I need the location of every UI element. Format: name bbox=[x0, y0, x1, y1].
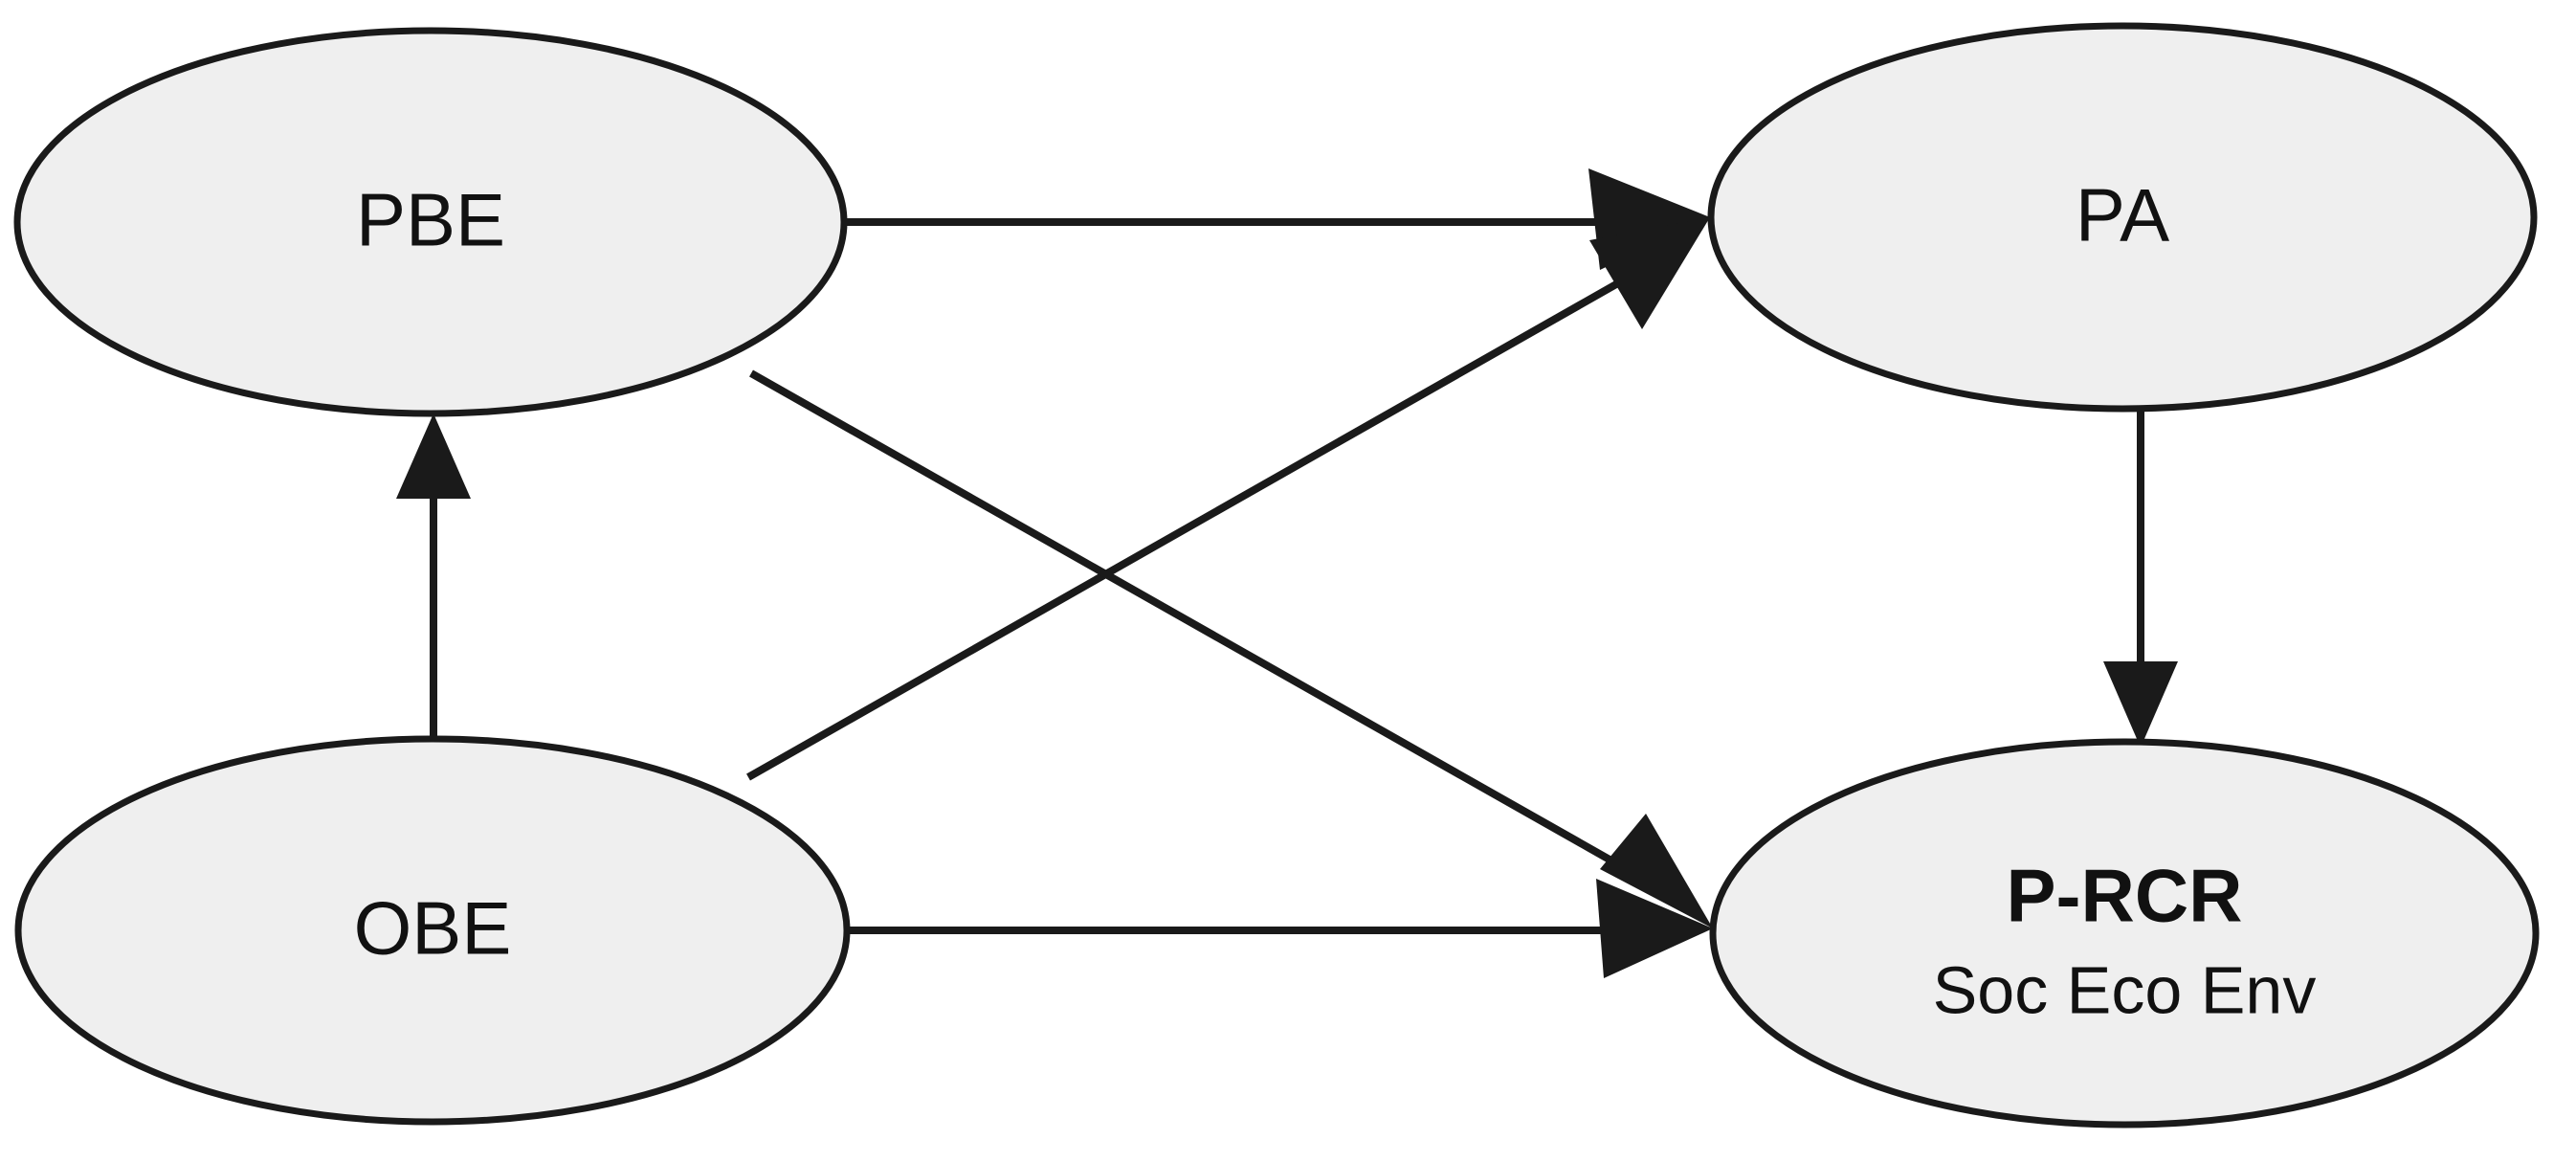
edge-line-pbe-to-prcr bbox=[749, 369, 1669, 896]
node-obe-ellipse[interactable] bbox=[14, 735, 851, 1126]
node-pa[interactable]: PA bbox=[1707, 22, 2538, 413]
node-pa-ellipse[interactable] bbox=[1707, 22, 2538, 413]
node-pbe-ellipse[interactable] bbox=[13, 27, 848, 417]
edge-line-obe-to-pa bbox=[746, 253, 1667, 781]
arrowhead-obe-to-pbe bbox=[396, 413, 471, 499]
edge-pbe-to-pa bbox=[844, 168, 1710, 270]
arrowhead-obe-to-prcr bbox=[1596, 879, 1713, 978]
node-obe-label: OBE bbox=[354, 886, 512, 971]
node-prcr-label: P-RCR bbox=[2007, 854, 2243, 938]
arrowhead-obe-to-pa bbox=[1589, 217, 1710, 329]
edge-pbe-to-prcr bbox=[749, 369, 1713, 928]
node-pbe[interactable]: PBE bbox=[13, 27, 848, 417]
node-pbe-label: PBE bbox=[356, 178, 505, 262]
edge-obe-to-prcr bbox=[847, 879, 1713, 978]
node-prcr[interactable]: P-RCR Soc Eco Env bbox=[1709, 738, 2540, 1128]
node-pa-label: PA bbox=[2076, 173, 2169, 257]
edge-obe-to-pa bbox=[746, 217, 1710, 781]
edge-pa-to-prcr bbox=[2103, 407, 2178, 748]
node-prcr-ellipse[interactable] bbox=[1709, 738, 2540, 1128]
node-obe[interactable]: OBE bbox=[14, 735, 851, 1126]
node-prcr-sublabel: Soc Eco Env bbox=[1933, 952, 2317, 1027]
edge-obe-to-pbe bbox=[396, 413, 471, 756]
arrowhead-pbe-to-prcr bbox=[1600, 814, 1713, 928]
arrowhead-pa-to-prcr bbox=[2103, 661, 2178, 748]
